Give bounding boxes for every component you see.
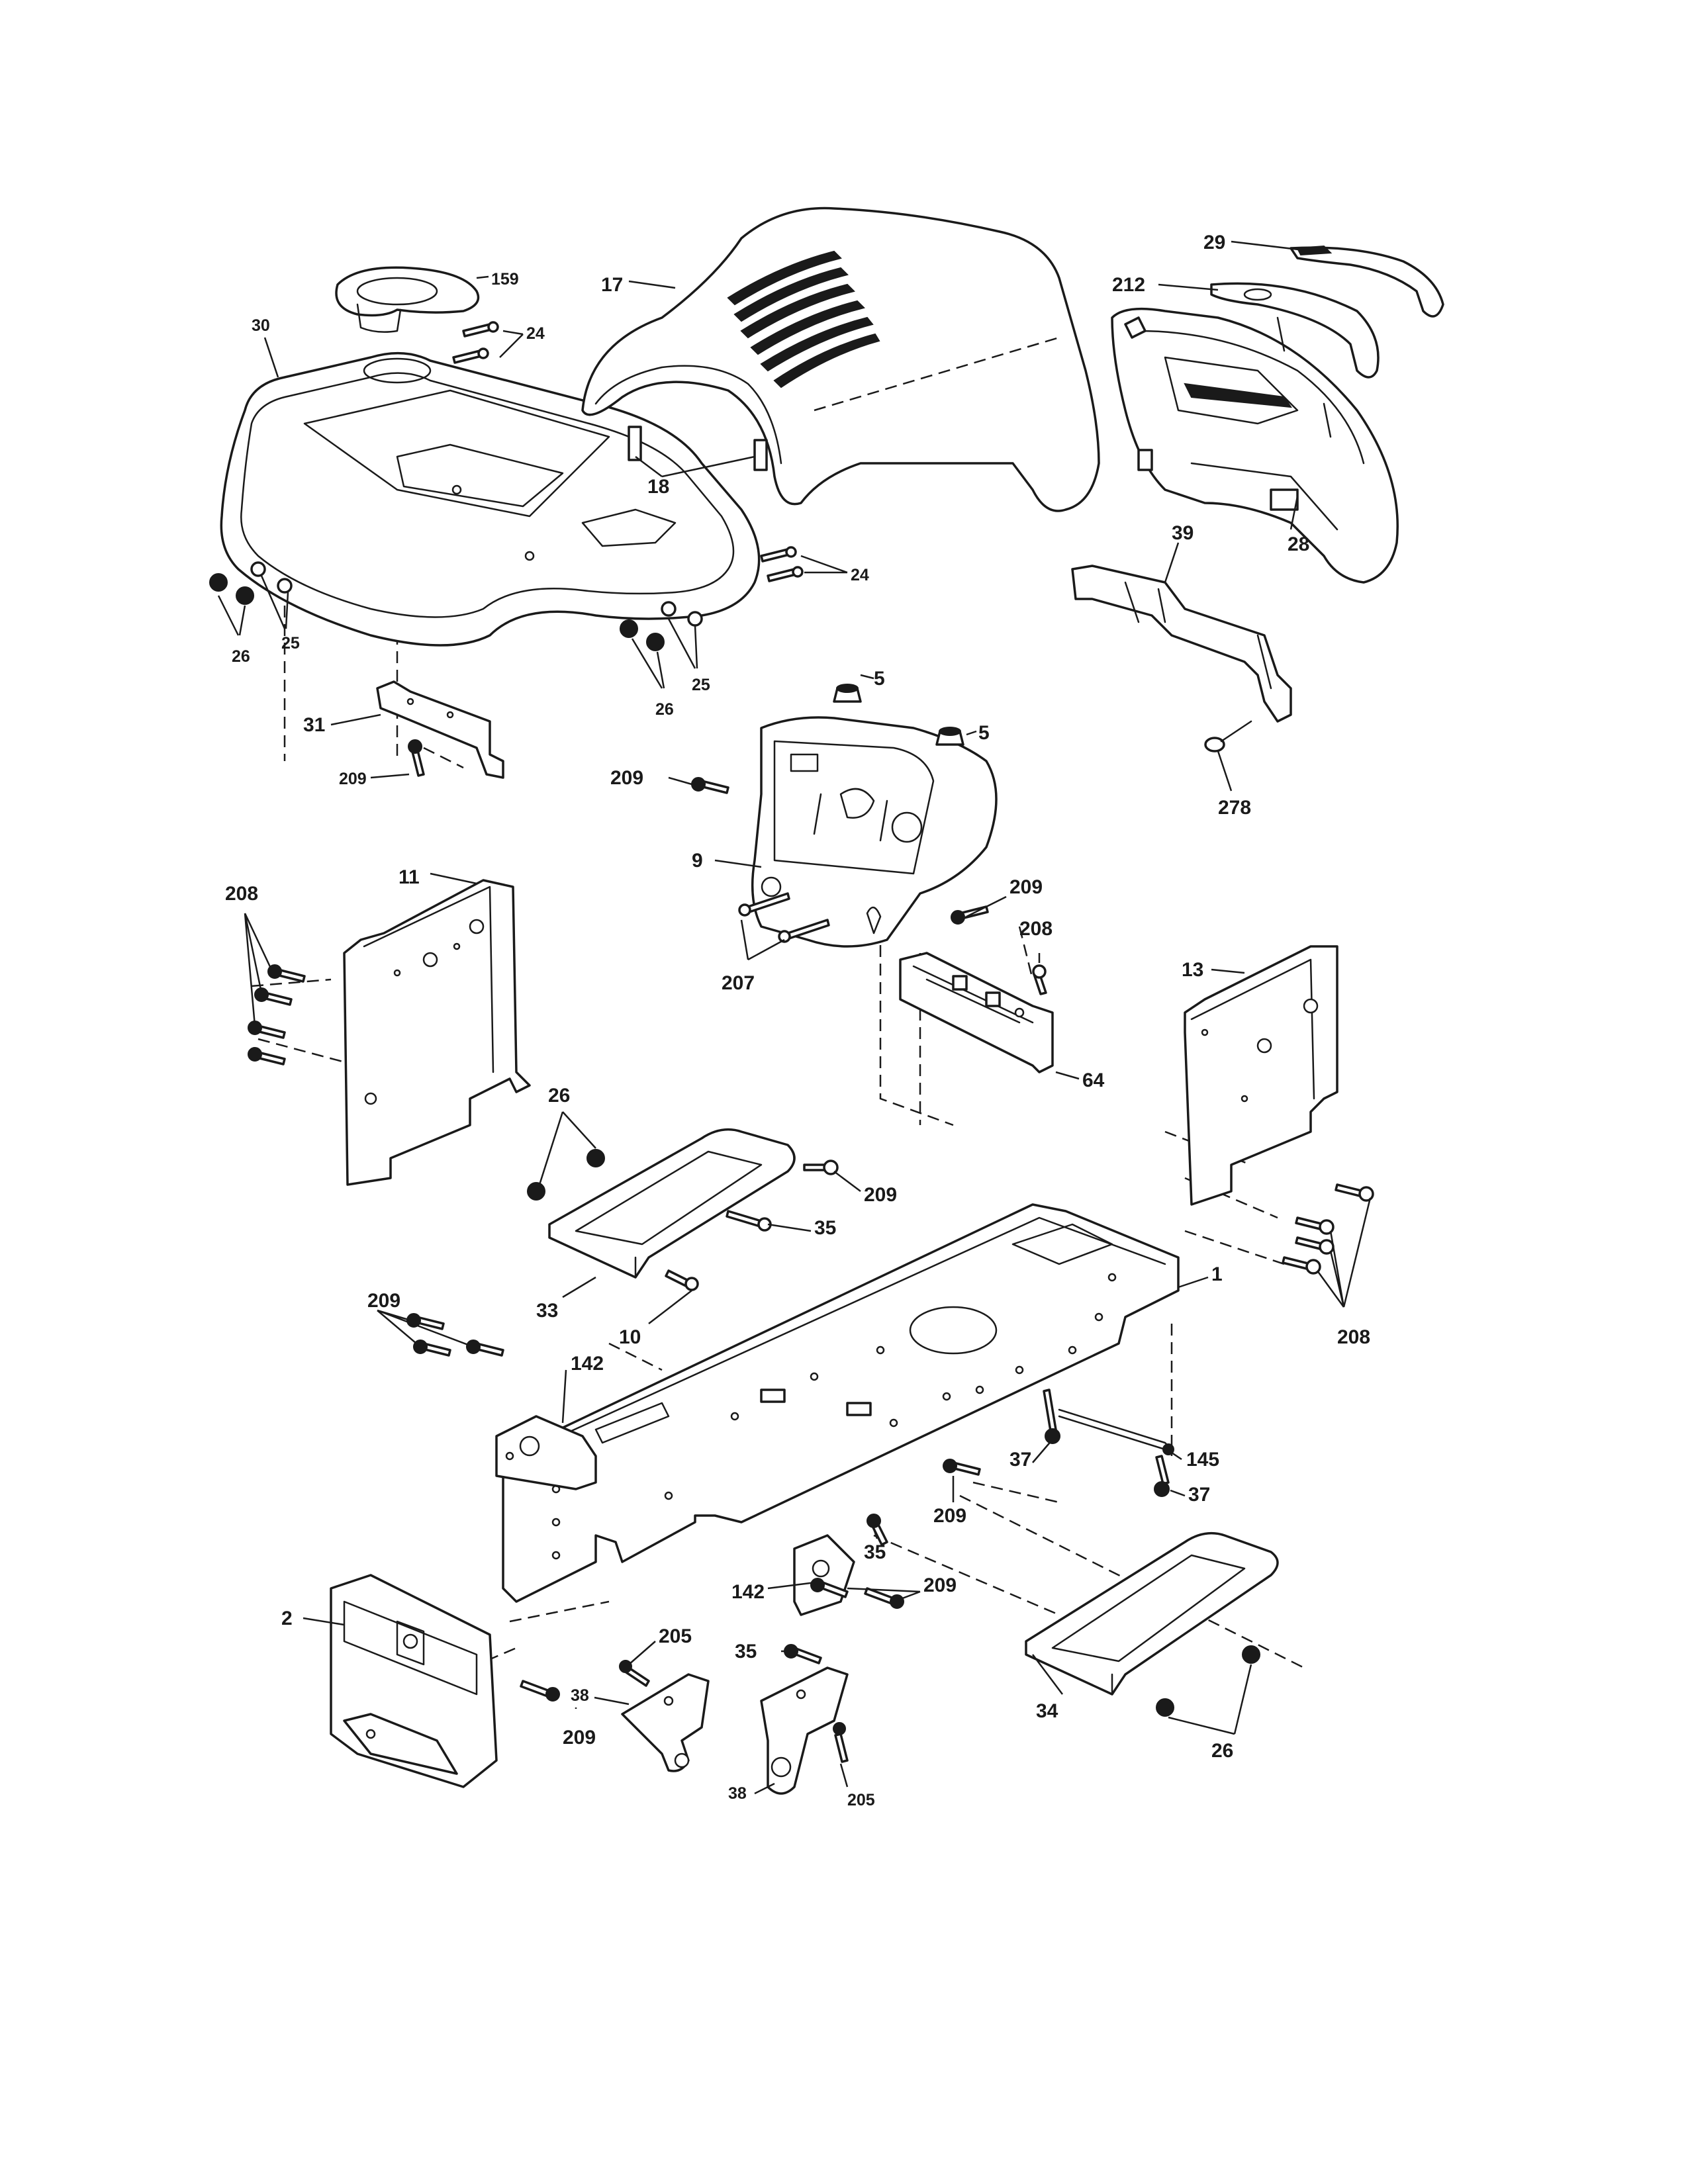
callout-35-bottom: 35 bbox=[735, 1641, 757, 1662]
callout-37-top: 37 bbox=[1009, 1449, 1031, 1471]
callout-35-step: 35 bbox=[814, 1217, 836, 1239]
callout-209-bottom: 209 bbox=[563, 1727, 596, 1749]
fender-30 bbox=[220, 351, 761, 647]
bracket-38 bbox=[621, 1673, 710, 1772]
callout-10: 10 bbox=[619, 1326, 641, 1348]
callout-209-step: 209 bbox=[864, 1184, 897, 1206]
side-panel-11 bbox=[343, 879, 531, 1186]
bracket-31 bbox=[376, 680, 504, 779]
grille-insert-212 bbox=[1210, 282, 1380, 379]
hood-17 bbox=[581, 206, 1100, 512]
bracket-39 bbox=[1071, 565, 1292, 723]
callout-24-top: 24 bbox=[526, 324, 545, 343]
callout-209-bracket: 209 bbox=[339, 770, 367, 788]
callout-209-frame-mid: 209 bbox=[933, 1505, 966, 1527]
knob-5 bbox=[833, 684, 862, 703]
callout-33: 33 bbox=[536, 1300, 558, 1322]
knob-5b bbox=[935, 727, 964, 746]
step-plate-33 bbox=[548, 1128, 796, 1279]
panel-64 bbox=[899, 952, 1054, 1073]
callout-13: 13 bbox=[1182, 959, 1203, 981]
callout-208-right: 208 bbox=[1337, 1326, 1370, 1348]
callout-26-bottom: 26 bbox=[1211, 1740, 1233, 1762]
callout-209-dash: 209 bbox=[610, 767, 643, 789]
cup-holder-159 bbox=[335, 266, 480, 333]
callout-2: 2 bbox=[281, 1608, 293, 1629]
callout-31: 31 bbox=[303, 714, 325, 736]
side-panel-13 bbox=[1184, 945, 1338, 1206]
callout-29: 29 bbox=[1203, 232, 1225, 253]
callout-17: 17 bbox=[601, 274, 623, 296]
callout-24-right: 24 bbox=[851, 566, 869, 584]
callout-25-mid: 25 bbox=[692, 676, 710, 694]
callout-159: 159 bbox=[491, 270, 519, 289]
front-plate-2 bbox=[330, 1574, 498, 1788]
callout-26-left: 26 bbox=[232, 647, 250, 666]
callout-39: 39 bbox=[1172, 522, 1194, 544]
callout-9: 9 bbox=[692, 850, 703, 872]
callout-278: 278 bbox=[1218, 797, 1251, 819]
frame-1 bbox=[502, 1203, 1180, 1603]
callout-18: 18 bbox=[647, 476, 669, 498]
callout-37-right: 37 bbox=[1188, 1484, 1210, 1506]
rod-145 bbox=[1058, 1408, 1173, 1451]
callout-209-frame-right: 209 bbox=[923, 1574, 957, 1596]
fasteners bbox=[209, 321, 1374, 1763]
screw-278 bbox=[1204, 720, 1252, 752]
callout-5-top: 5 bbox=[874, 668, 885, 690]
callout-35-frame: 35 bbox=[864, 1541, 886, 1563]
grille-29 bbox=[1289, 245, 1444, 318]
callout-205-left: 205 bbox=[659, 1625, 692, 1647]
bracket-142b bbox=[793, 1534, 855, 1616]
callout-142-bottom: 142 bbox=[731, 1581, 765, 1603]
callout-28: 28 bbox=[1288, 533, 1309, 555]
callout-34: 34 bbox=[1036, 1700, 1058, 1722]
callout-209-right: 209 bbox=[1009, 876, 1043, 898]
callout-208-top: 208 bbox=[1019, 918, 1053, 940]
callout-labels: 159 30 24 24 26 25 26 25 17 18 29 212 28… bbox=[225, 232, 1370, 1809]
callout-209-frame-left: 209 bbox=[367, 1290, 400, 1312]
callout-208-left: 208 bbox=[225, 883, 258, 905]
callout-205-bottom: 205 bbox=[847, 1791, 875, 1809]
callout-142-top: 142 bbox=[571, 1353, 604, 1375]
callout-38-bottom: 38 bbox=[728, 1784, 747, 1803]
callout-26-step: 26 bbox=[548, 1085, 570, 1107]
callout-38-left: 38 bbox=[571, 1686, 589, 1705]
callout-145: 145 bbox=[1186, 1449, 1219, 1471]
leader-lines bbox=[217, 240, 1372, 1795]
nose-28 bbox=[1111, 307, 1399, 584]
callout-11: 11 bbox=[399, 866, 420, 888]
callout-1: 1 bbox=[1211, 1263, 1223, 1285]
callout-212: 212 bbox=[1112, 274, 1145, 296]
callout-30: 30 bbox=[252, 316, 270, 335]
bracket-142 bbox=[495, 1415, 597, 1490]
dash-panel-9 bbox=[751, 716, 998, 948]
callout-207: 207 bbox=[722, 972, 755, 994]
step-plate-34 bbox=[1025, 1531, 1279, 1696]
hood-bumper-18 bbox=[628, 426, 768, 471]
callout-26-mid: 26 bbox=[655, 700, 674, 719]
callout-64: 64 bbox=[1082, 1069, 1105, 1091]
callout-5-right: 5 bbox=[978, 722, 990, 744]
hood-vents bbox=[727, 250, 880, 388]
callout-25-left: 25 bbox=[281, 634, 300, 653]
